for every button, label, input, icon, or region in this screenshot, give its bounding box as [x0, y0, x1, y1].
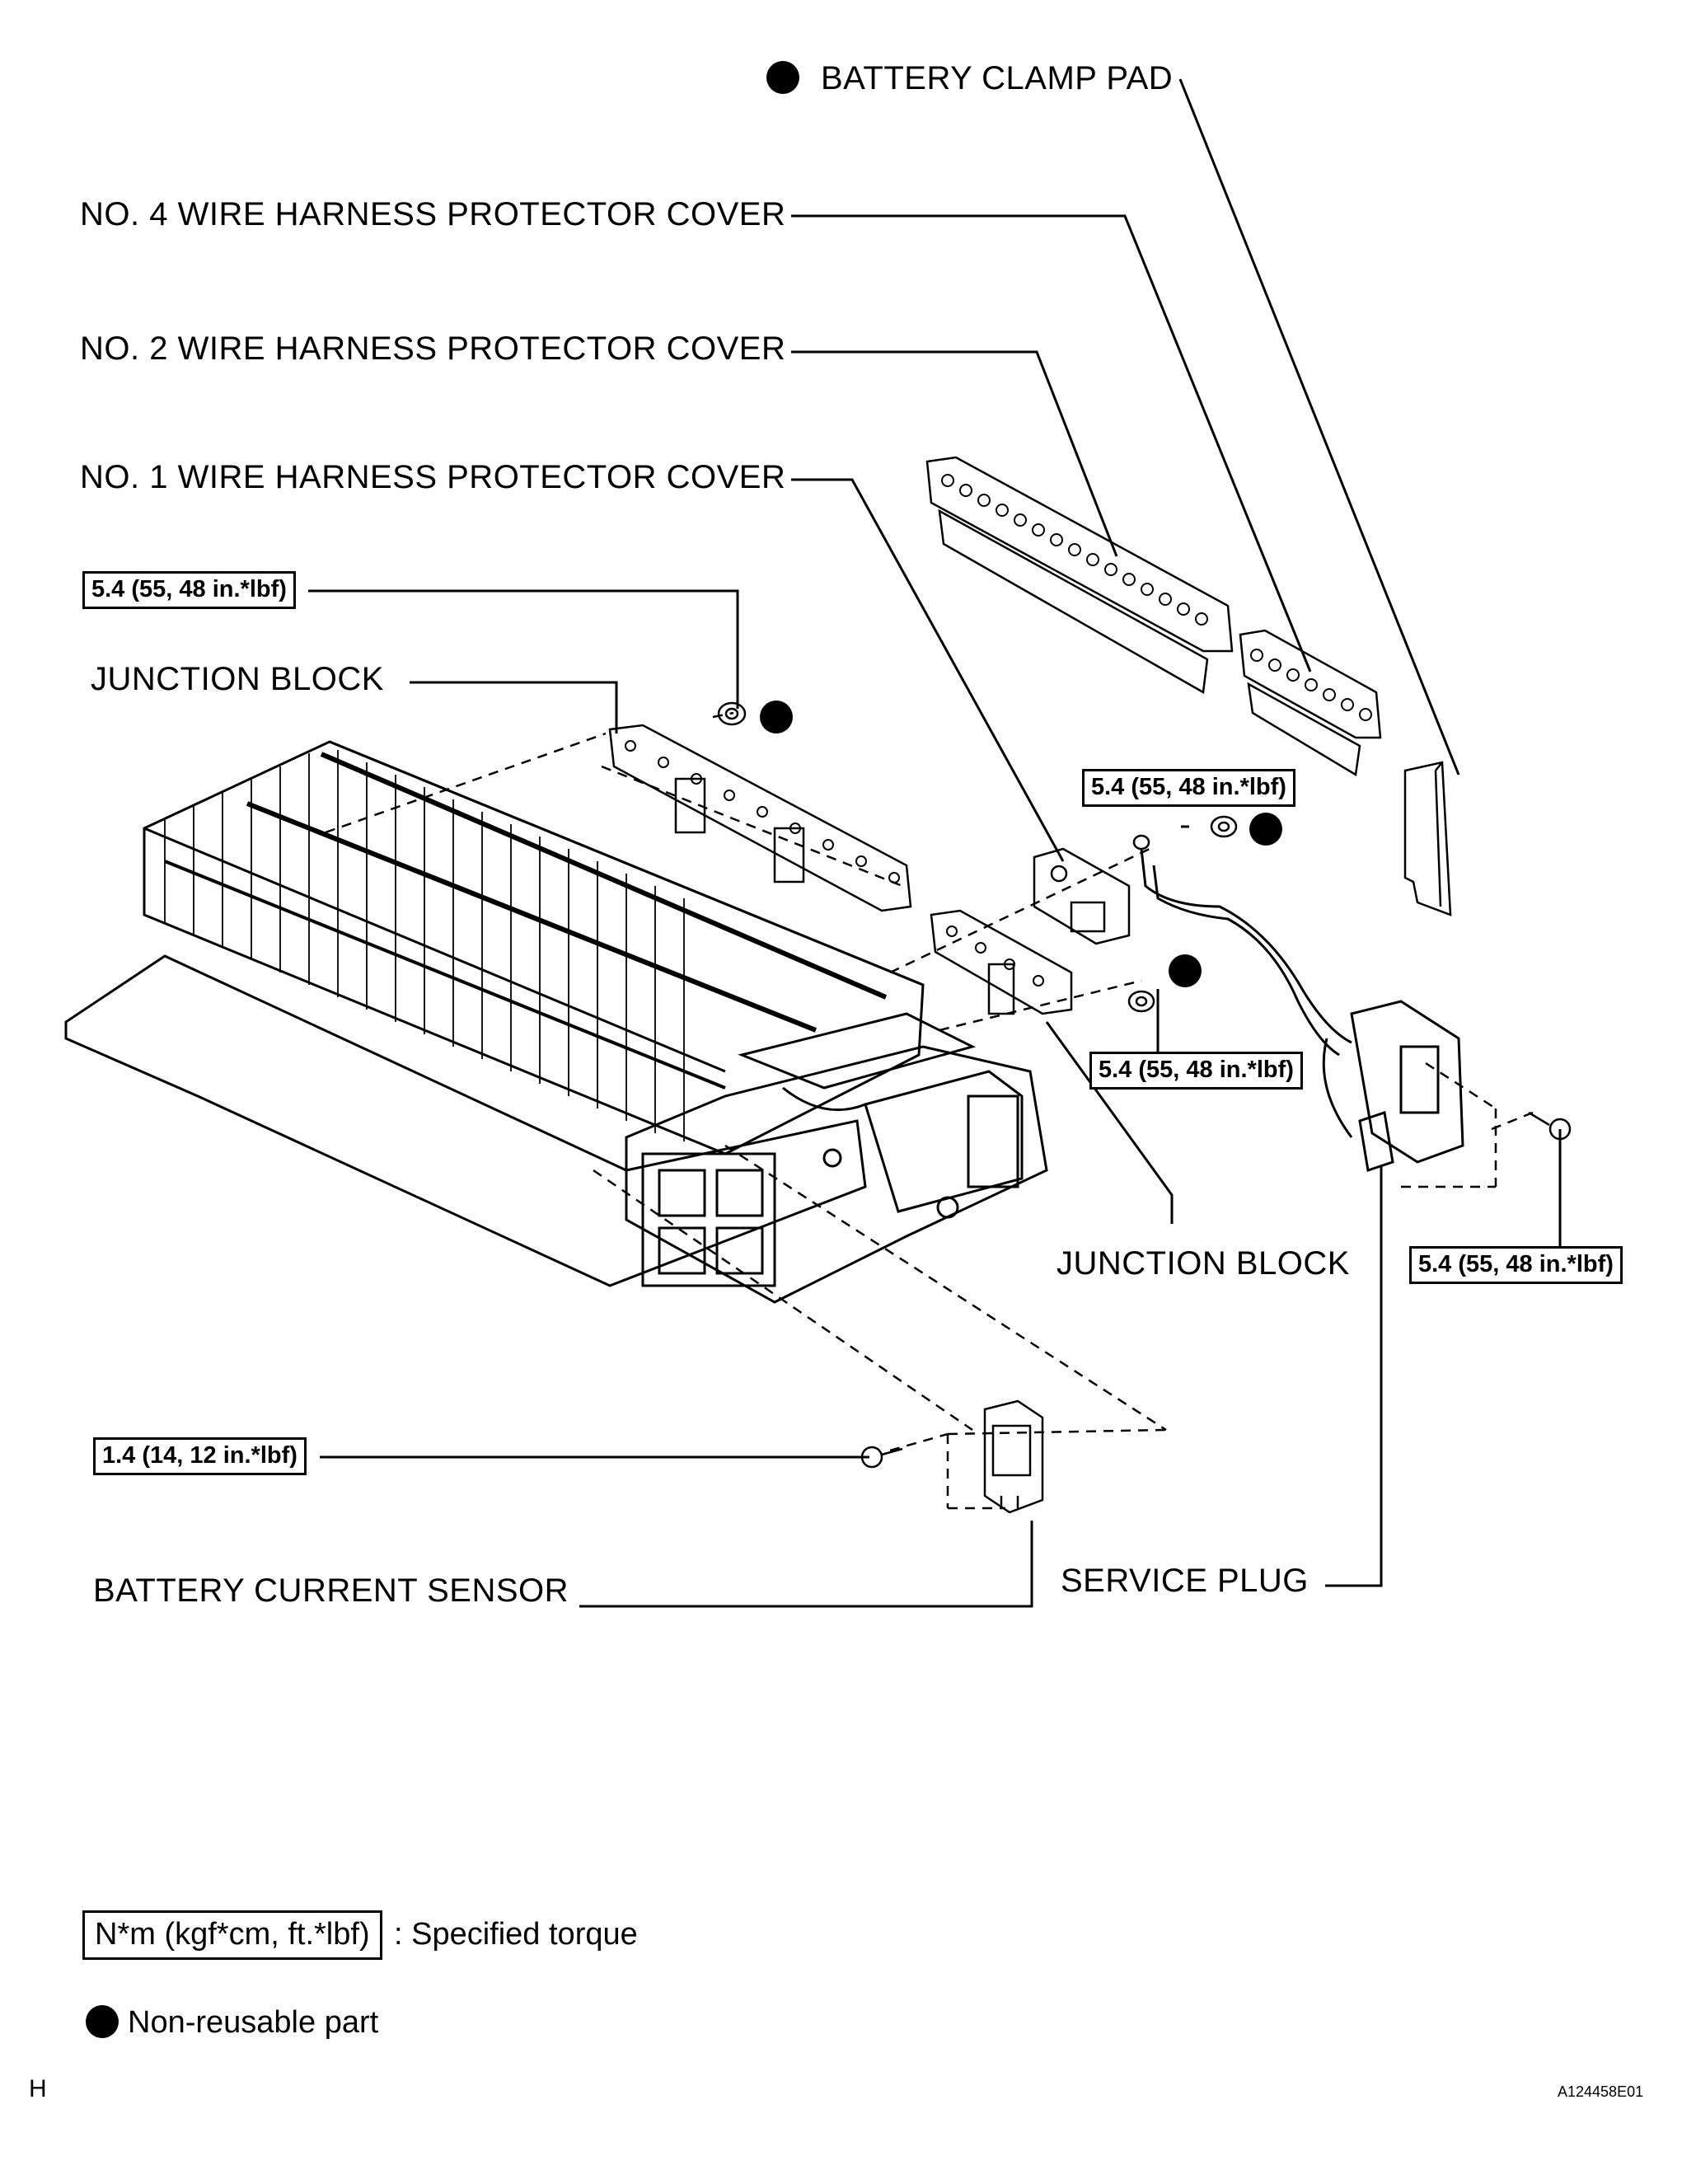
legend-nonreusable-text: Non-reusable part [128, 2005, 379, 2040]
label-battery-current-sensor: BATTERY CURRENT SENSOR [93, 1572, 569, 1609]
label-junction-block-right: JUNCTION BLOCK [1056, 1245, 1350, 1282]
legend-torque-box: N*m (kgf*cm, ft.*lbf) [82, 1910, 382, 1960]
label-service-plug: SERVICE PLUG [1061, 1563, 1309, 1599]
fasteners [717, 701, 1572, 1469]
nonreusable-marker-clamp-pad [766, 61, 799, 94]
battery-pack-part [64, 740, 1048, 1304]
torque-spec-right: 5.4 (55, 48 in.*lbf) [1409, 1246, 1623, 1284]
label-junction-block-left: JUNCTION BLOCK [91, 661, 384, 697]
section-letter: H [29, 2075, 47, 2102]
legend-nonreusable-dot [86, 2005, 119, 2038]
legend-torque-description: : Specified torque [394, 1917, 638, 1952]
torque-spec-top-left: 5.4 (55, 48 in.*lbf) [82, 571, 296, 609]
leader-lines [308, 78, 1562, 1608]
torque-spec-middle: 5.4 (55, 48 in.*lbf) [1082, 769, 1295, 807]
label-no4-cover: NO. 4 WIRE HARNESS PROTECTOR COVER [80, 196, 786, 232]
junction-block-left-part [608, 724, 912, 912]
torque-spec-sensor-bolt: 1.4 (14, 12 in.*lbf) [93, 1437, 307, 1475]
nonreusable-marker-nut-left [760, 701, 793, 733]
battery-current-sensor-part [983, 1399, 1044, 1514]
label-battery-clamp-pad: BATTERY CLAMP PAD [821, 60, 1174, 96]
torque-spec-lower-middle: 5.4 (55, 48 in.*lbf) [1089, 1052, 1303, 1090]
label-no2-cover: NO. 2 WIRE HARNESS PROTECTOR COVER [80, 330, 786, 367]
label-no1-cover: NO. 1 WIRE HARNESS PROTECTOR COVER [80, 459, 786, 495]
no2-cover-part [925, 456, 1234, 695]
no1-cover-part [1033, 847, 1131, 945]
nonreusable-marker-nut-middle [1249, 813, 1282, 846]
dashed-lines [325, 711, 1534, 1510]
service-plug-part [1140, 848, 1464, 1172]
junction-block-right-part [930, 909, 1073, 1015]
nonreusable-marker-nut-lower [1169, 954, 1202, 987]
no4-cover-part [1239, 629, 1382, 777]
figure-id: A124458E01 [1558, 2083, 1644, 2100]
battery-clamp-pad-part [1403, 761, 1452, 916]
